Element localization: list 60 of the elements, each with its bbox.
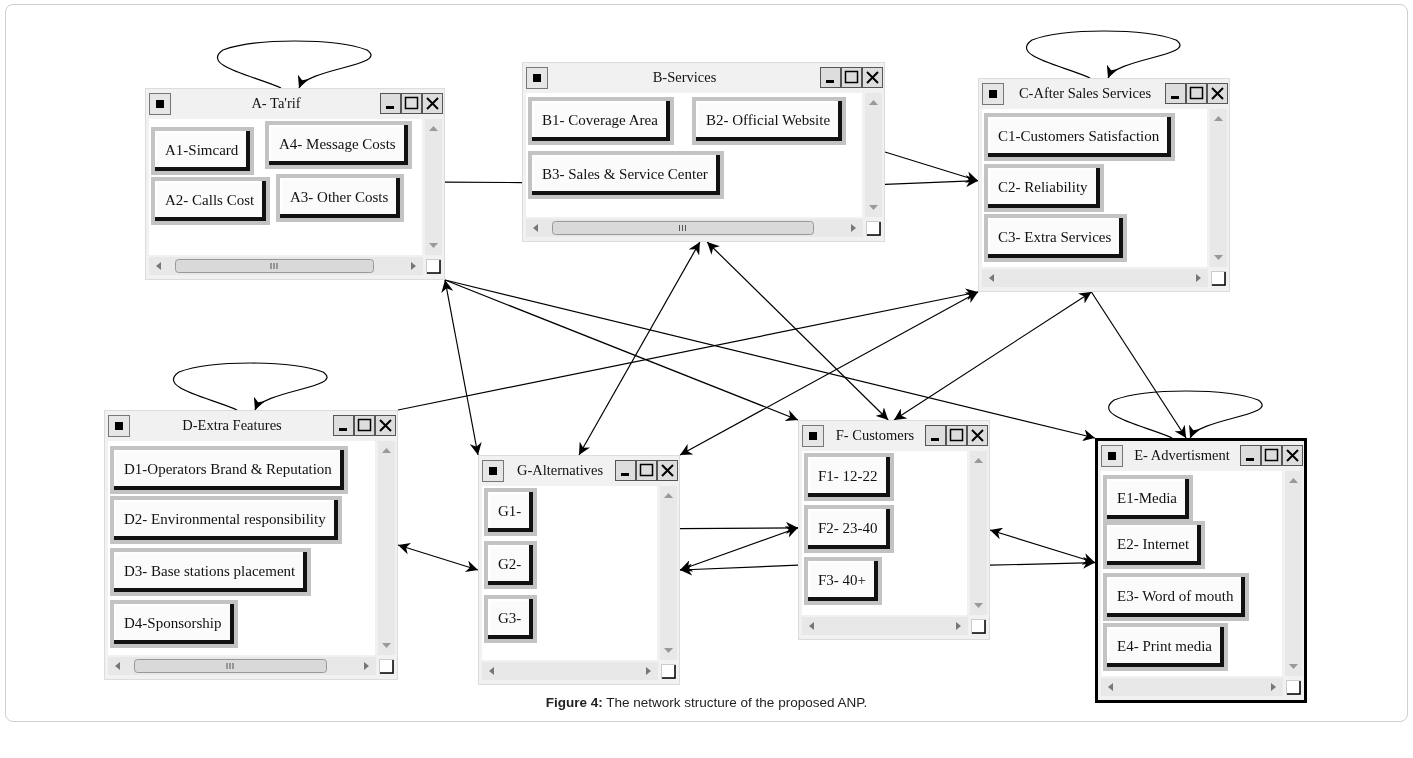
window-panel xyxy=(104,410,398,680)
figure-caption: Figure 4: The network structure of the proposed ANP. xyxy=(545,695,868,710)
criterion-button: D2- Environmental responsibility xyxy=(110,496,342,544)
criterion-button: F3- 40+ xyxy=(804,557,883,605)
self-loop-arrow xyxy=(172,362,328,411)
criterion-button: E4- Print media xyxy=(1103,623,1228,671)
criterion-button: E1-Media xyxy=(1103,475,1193,523)
self-loop-arrow xyxy=(216,40,372,89)
arrow xyxy=(444,279,1096,441)
arrow xyxy=(989,527,1096,565)
arrow xyxy=(679,291,979,456)
criterion-button: C1-Customers Satisfaction xyxy=(984,113,1176,161)
arrow xyxy=(444,279,799,422)
arrow xyxy=(679,563,799,576)
criterion-button: F1- 12-22 xyxy=(804,453,894,501)
arrow xyxy=(884,151,979,183)
window-title: B-Services xyxy=(652,69,717,86)
criterion-button: E2- Internet xyxy=(1103,521,1206,569)
criterion-button: E3- Word of mouth xyxy=(1103,573,1250,621)
criterion-button: D4-Sponsorship xyxy=(110,600,238,648)
arrow xyxy=(397,288,979,411)
window-title: A- Ta'rif xyxy=(251,95,301,112)
arrow xyxy=(679,526,799,572)
window-title: C-After Sales Services xyxy=(1018,85,1152,102)
arrow xyxy=(441,279,482,456)
window-panel xyxy=(798,420,990,640)
criterion-button: C2- Reliability xyxy=(984,164,1104,212)
arrow xyxy=(578,241,701,456)
window-panel xyxy=(1095,438,1307,703)
arrow xyxy=(706,241,889,421)
criterion-button: F2- 23-40 xyxy=(804,505,894,553)
self-loop-arrow xyxy=(1025,30,1181,79)
criterion-button: C3- Extra Services xyxy=(984,214,1128,262)
arrow xyxy=(893,291,1092,421)
criterion-button: G3- xyxy=(484,595,538,643)
arrow xyxy=(989,556,1096,569)
window-title: G-Alternatives xyxy=(516,462,604,479)
criterion-button: D3- Base stations placement xyxy=(110,548,312,596)
window-panel xyxy=(478,455,680,685)
criterion-button: A4- Message Costs xyxy=(265,121,412,169)
criterion-button: G1- xyxy=(484,488,538,536)
criterion-button: B2- Official Website xyxy=(692,97,847,145)
window-panel xyxy=(522,62,885,242)
window-panel xyxy=(978,78,1230,292)
window-panel xyxy=(145,88,445,280)
criterion-button: B1- Coverage Area xyxy=(528,97,674,145)
self-loop-arrow xyxy=(1108,390,1263,439)
window-title: F- Customers xyxy=(835,427,915,444)
criterion-button: A3- Other Costs xyxy=(276,174,405,222)
criterion-button: B3- Sales & Service Center xyxy=(528,151,724,199)
criterion-button: G2- xyxy=(484,541,538,589)
window-title: E- Advertisment xyxy=(1134,447,1230,464)
criterion-button: A1-Simcard xyxy=(151,127,255,175)
window-title: D-Extra Features xyxy=(182,417,282,434)
arrow xyxy=(397,542,479,573)
arrow xyxy=(1090,291,1187,439)
criterion-button: D1-Operators Brand & Reputation xyxy=(110,446,348,494)
arrow xyxy=(884,175,979,188)
arrow xyxy=(679,521,799,534)
criterion-button: A2- Calls Cost xyxy=(151,177,271,225)
